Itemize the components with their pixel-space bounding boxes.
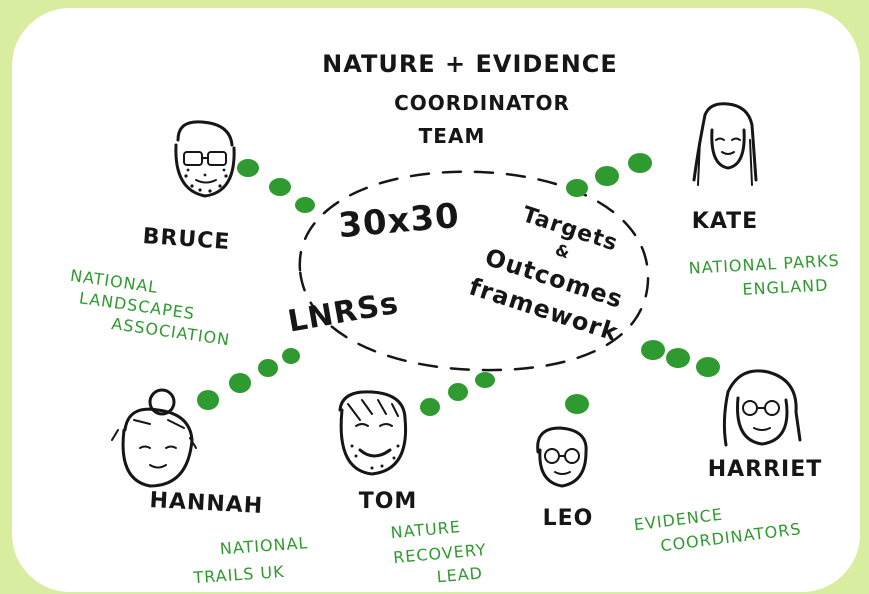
connector-dot: [282, 348, 300, 364]
leo-face-icon: [536, 426, 588, 488]
kate-face-icon: [692, 102, 758, 186]
connector-dot: [696, 357, 720, 377]
diagram-title: NATURE + EVIDENCE COORDINATOR TEAM: [322, 50, 618, 148]
bruce-name: BRUCE: [142, 224, 231, 255]
bruce-face-icon: [174, 120, 236, 198]
title-line: NATURE + EVIDENCE: [322, 50, 618, 78]
connector-dot: [666, 348, 690, 368]
topic-line: &: [553, 240, 573, 263]
harriet-name: HARRIET: [708, 457, 823, 482]
topics-bubble: [298, 170, 650, 372]
card-background: [12, 8, 860, 592]
connector-dot: [269, 178, 291, 196]
connector-dot: [641, 340, 665, 360]
connector-dot: [595, 166, 619, 186]
org-line: LEAD: [436, 563, 484, 586]
tom-face-icon: [338, 390, 408, 476]
connector-dot: [229, 373, 251, 393]
connector-dot: [566, 179, 588, 197]
org-line: ENGLAND: [742, 275, 829, 298]
connector-dot: [448, 383, 468, 401]
kate-name: KATE: [692, 209, 758, 234]
hannah-name: HANNAH: [149, 488, 264, 519]
connector-dot: [237, 159, 259, 177]
connector-dot: [565, 394, 589, 414]
title-line: TEAM: [419, 124, 486, 148]
connector-dot: [197, 390, 219, 410]
connector-dot: [295, 197, 315, 213]
hannah-face-icon: [111, 388, 197, 488]
connector-dot: [475, 372, 495, 388]
connector-dot: [628, 153, 652, 173]
tom-name: TOM: [359, 489, 418, 514]
connector-dots: [197, 153, 720, 416]
connector-dot: [420, 398, 440, 416]
title-line: COORDINATOR: [394, 91, 570, 115]
harriet-face-icon: [722, 369, 802, 447]
connector-dot: [258, 359, 278, 377]
leo-name: LEO: [543, 506, 594, 531]
